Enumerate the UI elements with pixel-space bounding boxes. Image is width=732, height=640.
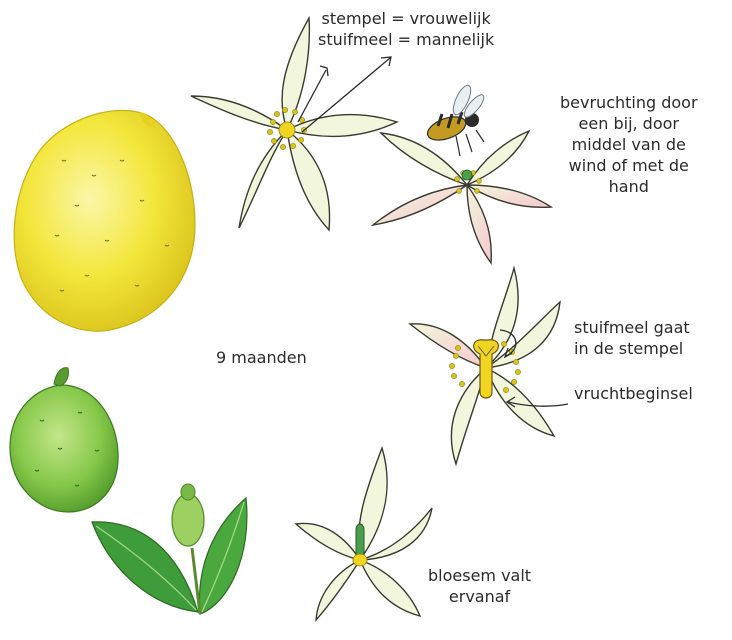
pistil	[279, 122, 295, 138]
young-lime	[10, 368, 118, 512]
flower-ovary	[410, 268, 560, 464]
label-ovary: vruchtbeginsel	[574, 383, 693, 404]
label-pollination-line1: bevruchting door	[560, 92, 698, 113]
label-drop-line1: bloesem valt	[428, 565, 531, 586]
label-pollen-line2: in de stempel	[574, 338, 690, 359]
label-pollination-line3: middel van de	[560, 134, 698, 155]
bee-icon	[424, 83, 486, 156]
label-drop-line2: ervanaf	[428, 586, 531, 607]
label-pistil-stamen: stempel = vrouwelijk stuifmeel = manneli…	[318, 8, 494, 50]
label-pollination-line4: wind of met de	[560, 155, 698, 176]
flower-petals-drop	[296, 448, 432, 620]
flower-pollination	[373, 131, 551, 263]
label-pistil-line2: stuifmeel = mannelijk	[318, 29, 494, 50]
ripe-lemon	[14, 110, 195, 331]
label-pollination-line2: een bij, door	[560, 113, 698, 134]
label-pistil-line1: stempel = vrouwelijk	[318, 8, 494, 29]
label-pollen-enters: stuifmeel gaat in de stempel	[574, 317, 690, 359]
label-pollination-line5: hand	[560, 176, 698, 197]
label-nine-months: 9 maanden	[216, 347, 307, 368]
leaves-with-bud	[92, 484, 247, 614]
label-blossom-drops: bloesem valt ervanaf	[428, 565, 531, 607]
label-pollination: bevruchting door een bij, door middel va…	[560, 92, 698, 197]
label-pollen-line1: stuifmeel gaat	[574, 317, 690, 338]
